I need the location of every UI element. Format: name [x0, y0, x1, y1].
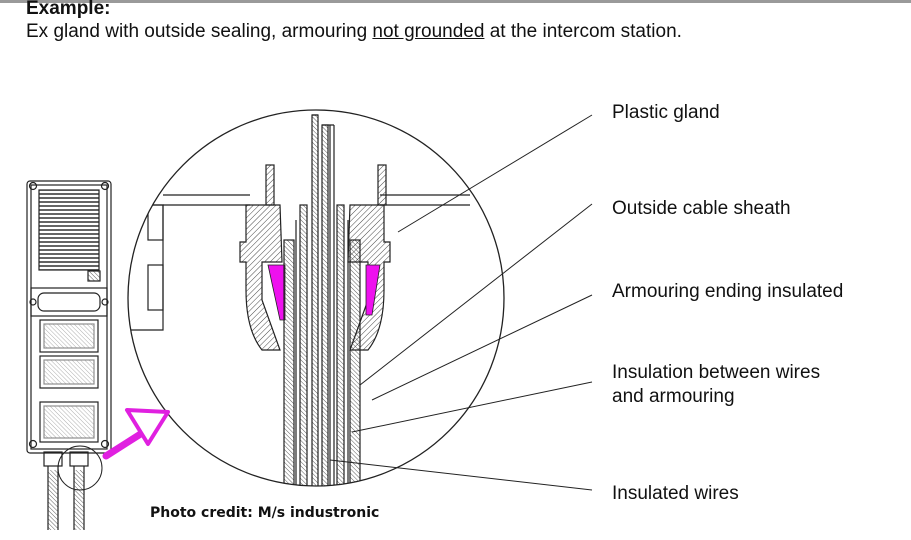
label-armouring-ending-insulated: Armouring ending insulated [612, 281, 844, 302]
screw-icon [100, 181, 110, 191]
description-text-start: Ex gland with outside sealing, armouring [26, 21, 373, 42]
photo-credit: Photo credit: M/s industronic [150, 505, 380, 521]
example-description: Ex gland with outside sealing, armouring… [26, 21, 682, 43]
intercom-station [26, 180, 112, 530]
seal-right [365, 264, 381, 316]
label-insulation-line1: Insulation between wires [612, 362, 821, 383]
speaker-grille [38, 189, 100, 271]
label-plastic-gland: Plastic gland [612, 102, 720, 123]
label-insulated-wires: Insulated wires [612, 483, 739, 504]
zoom-arrow-icon [102, 408, 170, 460]
magnified-view [127, 109, 505, 487]
top-rule [0, 0, 911, 3]
leader-lines [329, 114, 593, 491]
label-insulation-line2: and armouring [612, 386, 735, 407]
seal-left [267, 264, 286, 321]
screw-icon [28, 181, 38, 191]
example-heading: Example: [26, 0, 111, 19]
description-underlined: not grounded [372, 21, 485, 42]
description-text-end: at the intercom station. [484, 21, 682, 42]
label-outside-cable-sheath: Outside cable sheath [612, 198, 791, 219]
